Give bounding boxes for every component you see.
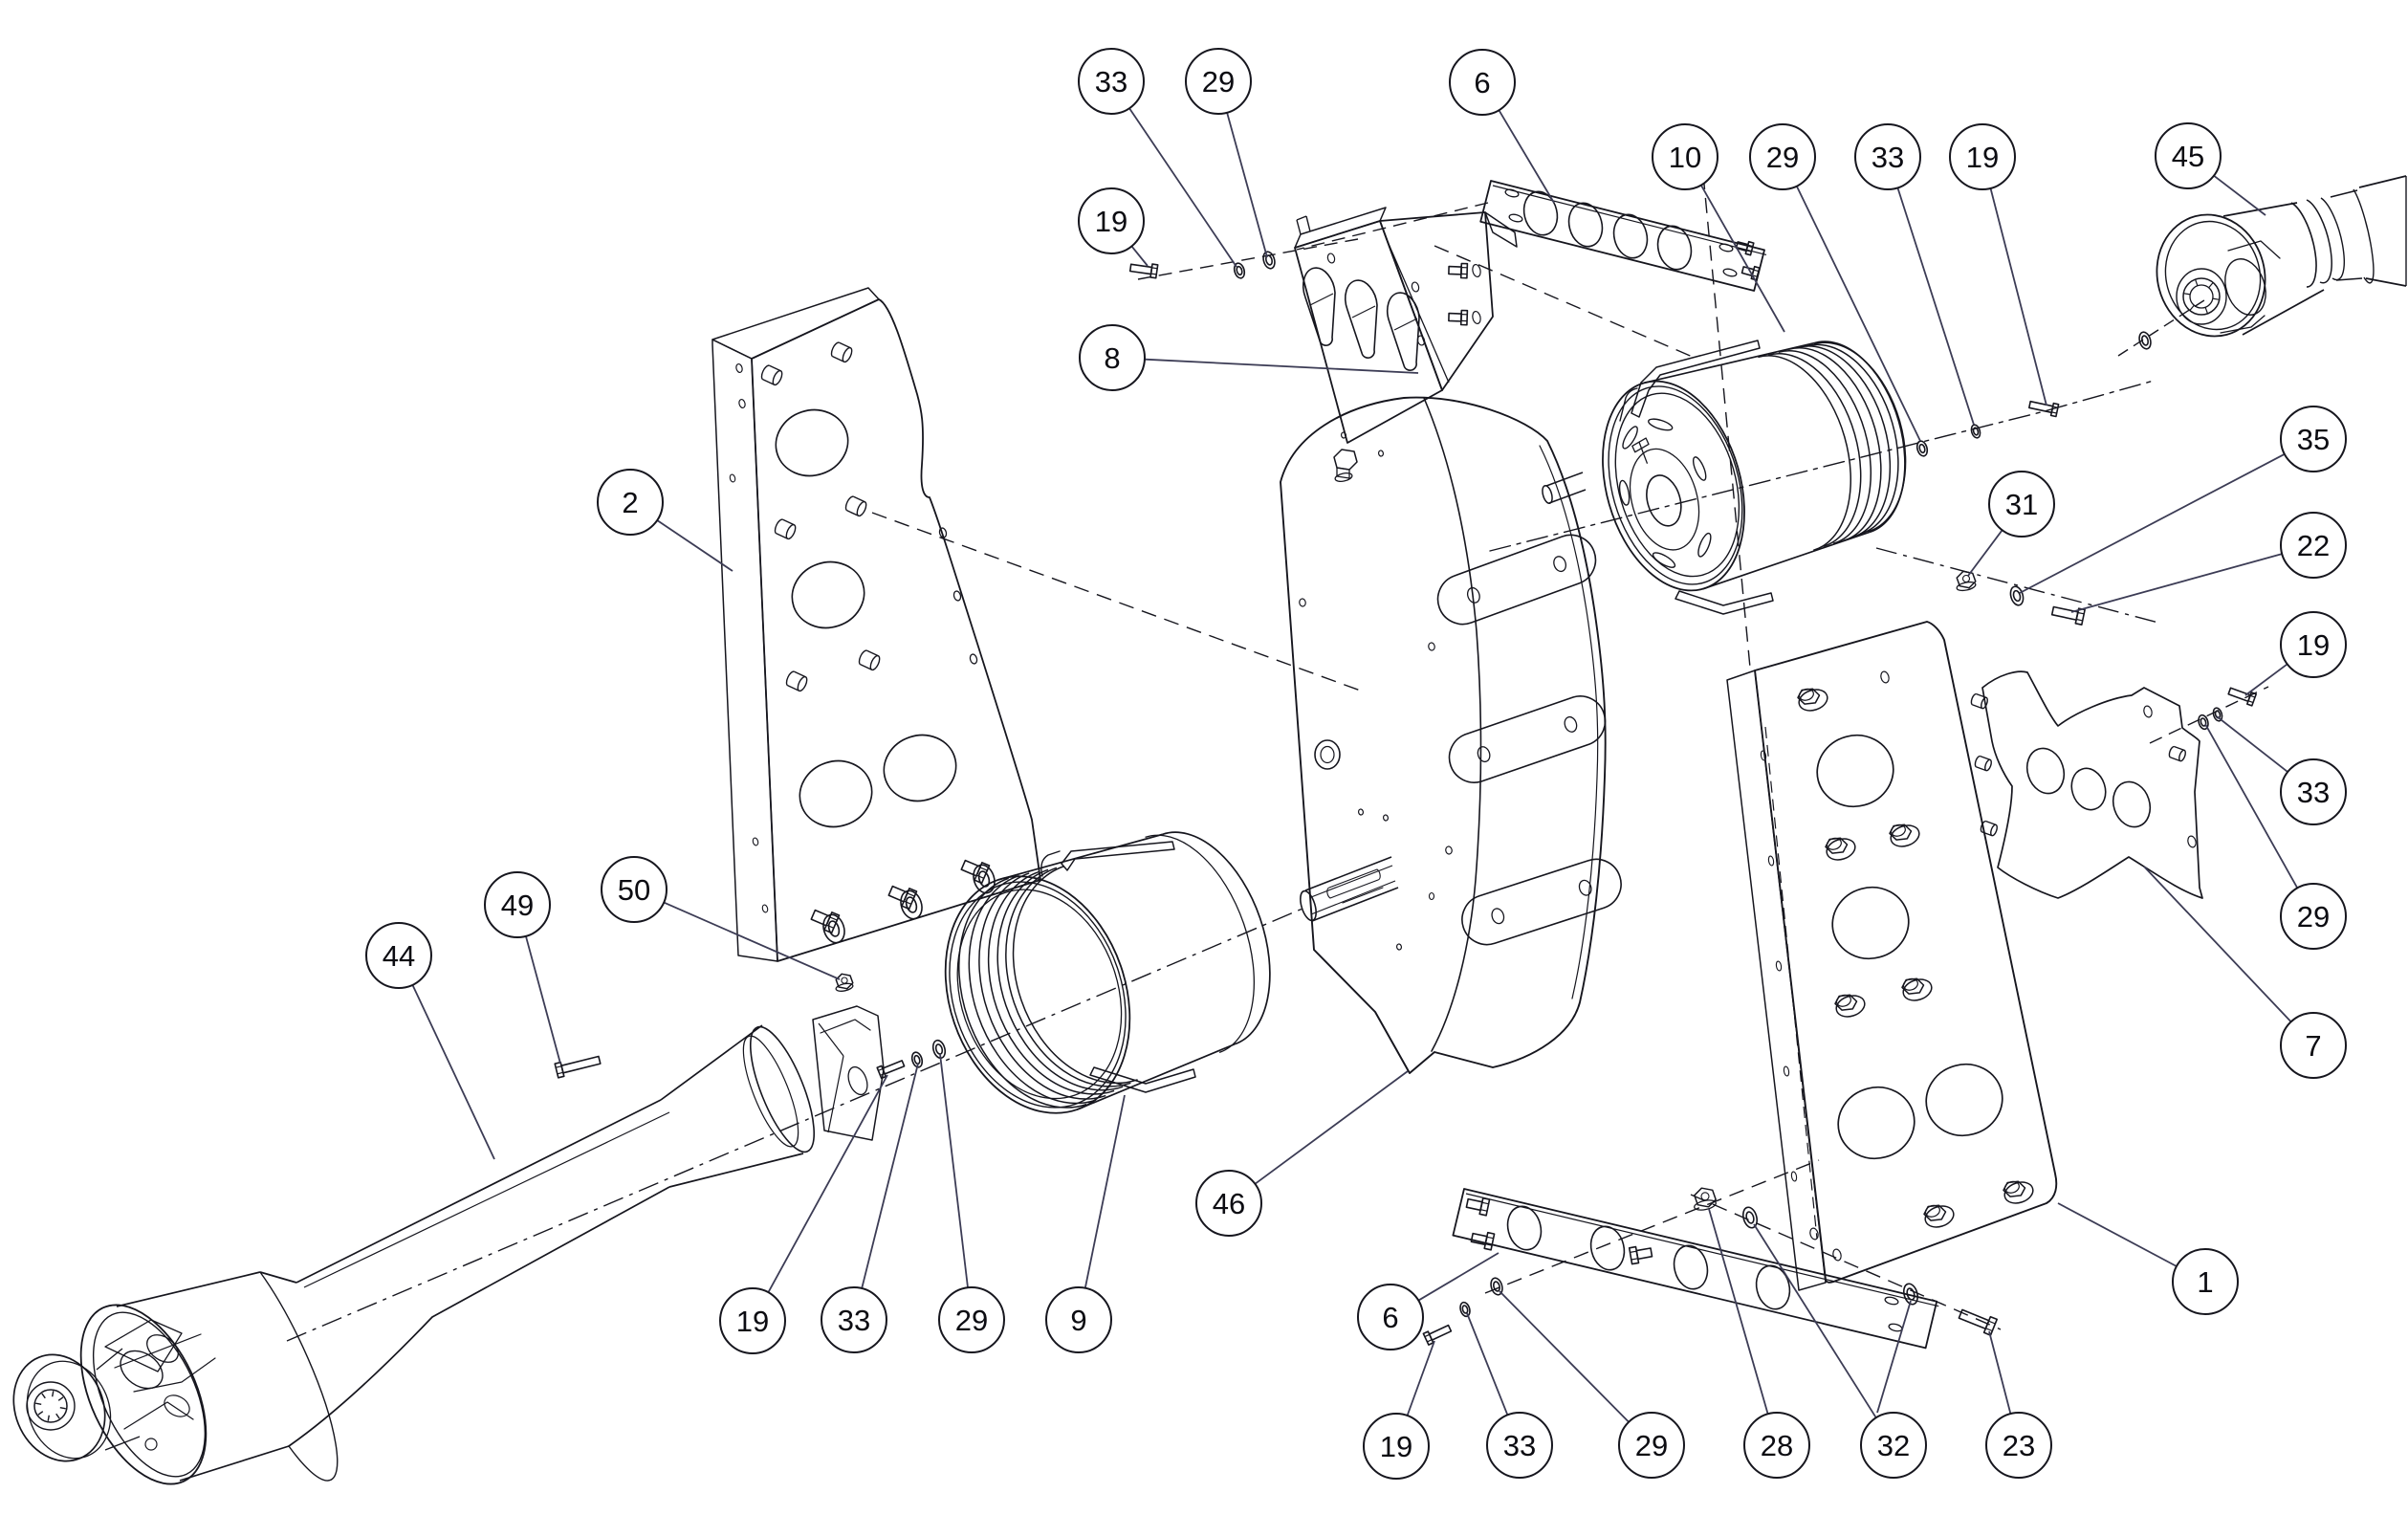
svg-text:33: 33 (1095, 65, 1127, 99)
svg-text:50: 50 (618, 873, 650, 907)
svg-text:6: 6 (1382, 1301, 1398, 1334)
svg-text:29: 29 (955, 1304, 988, 1337)
svg-text:28: 28 (1761, 1429, 1793, 1462)
svg-text:29: 29 (1635, 1429, 1668, 1462)
svg-text:35: 35 (2297, 423, 2330, 456)
svg-text:19: 19 (1380, 1430, 1412, 1463)
svg-text:31: 31 (2005, 488, 2038, 521)
svg-text:29: 29 (2297, 900, 2330, 933)
svg-text:32: 32 (1877, 1429, 1910, 1462)
svg-text:19: 19 (1095, 205, 1127, 238)
svg-text:6: 6 (1474, 66, 1490, 99)
svg-text:23: 23 (2003, 1429, 2035, 1462)
svg-text:33: 33 (1872, 141, 1904, 174)
svg-text:7: 7 (2305, 1029, 2321, 1063)
svg-text:33: 33 (838, 1304, 870, 1337)
svg-text:9: 9 (1070, 1304, 1086, 1337)
svg-text:33: 33 (2297, 776, 2330, 809)
svg-text:29: 29 (1766, 141, 1799, 174)
svg-text:49: 49 (501, 889, 534, 922)
svg-text:1: 1 (2197, 1265, 2213, 1299)
svg-text:29: 29 (1202, 65, 1235, 99)
svg-text:2: 2 (622, 486, 638, 519)
svg-text:33: 33 (1503, 1429, 1536, 1462)
svg-text:19: 19 (2297, 628, 2330, 662)
svg-text:45: 45 (2172, 140, 2204, 173)
svg-text:19: 19 (1966, 141, 1999, 174)
svg-text:44: 44 (383, 939, 415, 973)
svg-text:46: 46 (1213, 1187, 1245, 1220)
svg-text:10: 10 (1669, 141, 1701, 174)
svg-text:22: 22 (2297, 529, 2330, 562)
svg-text:8: 8 (1104, 341, 1120, 375)
svg-text:19: 19 (736, 1305, 769, 1338)
